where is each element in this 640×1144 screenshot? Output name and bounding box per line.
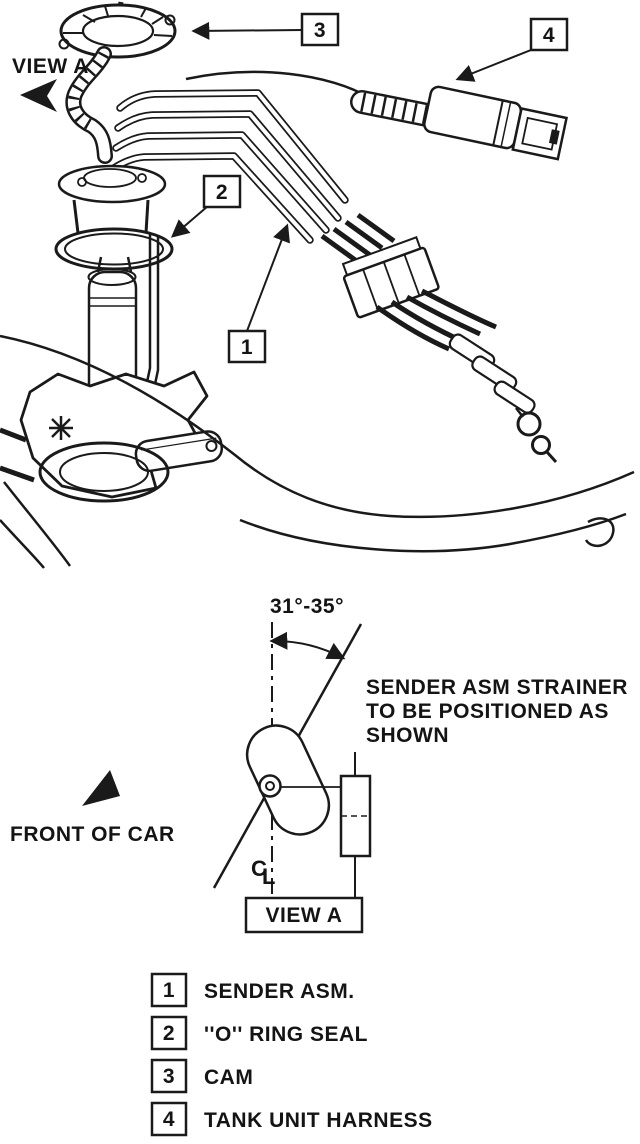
legend-item-4: 4 TANK UNIT HARNESS: [150, 1101, 433, 1137]
angle-arc: [269, 631, 346, 660]
harness-corrugated-sleeve: [350, 90, 444, 128]
callout-number-4: 4: [543, 24, 555, 47]
front-of-car-arrow-icon: [82, 770, 120, 806]
legend-box-4: [150, 1101, 188, 1137]
legend: 1 SENDER ASM. 2 ''O'' RING SEAL 3 CAM 4 …: [150, 972, 433, 1137]
front-of-car-label: FRONT OF CAR: [10, 823, 175, 846]
callout-2: 2: [170, 174, 242, 238]
o-ring-seal: [54, 227, 174, 271]
callout-number-1: 1: [241, 336, 253, 359]
strainer-detail: [339, 752, 372, 898]
legend-number-1: 1: [163, 979, 175, 1002]
sender-base: [19, 370, 224, 503]
legend-item-3: 3 CAM: [150, 1058, 253, 1094]
centerline-symbol: C L: [251, 856, 276, 889]
legend-number-4: 4: [163, 1108, 175, 1131]
legend-label-2: ''O'' RING SEAL: [204, 1023, 368, 1046]
view-a-title-box: [244, 896, 364, 934]
tank-unit-harness-illustration: [185, 70, 569, 464]
view-a-top-label: VIEW A: [12, 55, 89, 78]
fuel-pipes: [110, 89, 349, 244]
legend-label-3: CAM: [204, 1066, 253, 1089]
legend-box-2: [150, 1015, 188, 1051]
angle-label: 31°-35°: [270, 595, 344, 618]
callout-number-2: 2: [216, 181, 228, 204]
callout-4: 4: [455, 17, 569, 82]
strainer-note-line3: SHOWN: [366, 724, 449, 747]
harness-connector-body: [423, 85, 569, 161]
view-a-title-label: VIEW A: [266, 904, 343, 927]
callout-box-4: [529, 17, 569, 52]
callout-3: 3: [191, 12, 340, 47]
callout-box-1: [227, 329, 267, 364]
legend-item-2: 2 ''O'' RING SEAL: [150, 1015, 368, 1051]
callout-box-3: [300, 12, 340, 47]
legend-number-2: 2: [163, 1022, 175, 1045]
leader-line: [170, 205, 209, 238]
sender-cam-plate: [245, 724, 331, 836]
view-a-direction-arrow-icon: [20, 79, 57, 112]
filler-elbow: [65, 46, 113, 164]
harness-lead-wire: [185, 70, 371, 100]
ring-terminal: [516, 411, 542, 437]
svg-text:C: C: [251, 856, 267, 881]
harness-wires: [375, 288, 558, 464]
legend-number-3: 3: [163, 1065, 175, 1088]
pump-flange: [57, 164, 167, 234]
leader-line: [455, 47, 537, 82]
legend-box-1: [150, 972, 188, 1008]
legend-box-3: [150, 1058, 188, 1094]
svg-text:L: L: [262, 864, 276, 889]
callout-box-2: [202, 174, 242, 209]
strainer-note-line1: SENDER ASM STRAINER: [366, 676, 628, 699]
view-a-detail: 31°-35° SENDER ASM STRAINER TO BE POSITI…: [10, 595, 628, 934]
view-a-title: VIEW A: [244, 896, 364, 934]
cam-ring: [58, 1, 177, 59]
callout-number-3: 3: [314, 19, 326, 42]
strainer-note: SENDER ASM STRAINER TO BE POSITIONED AS …: [366, 676, 628, 747]
legend-label-1: SENDER ASM.: [204, 980, 355, 1003]
ring-terminal: [531, 435, 551, 455]
asterisk-mark: [49, 416, 73, 440]
strainer-ring: [38, 441, 170, 503]
wire-terminal: [493, 380, 536, 414]
tank-outline: [0, 334, 635, 569]
harness-connector-block: [320, 212, 440, 319]
tank-hook-detail: [584, 517, 615, 548]
sender-assembly-illustration: [19, 1, 349, 503]
strainer-note-line2: TO BE POSITIONED AS: [366, 700, 609, 723]
legend-item-1: 1 SENDER ASM.: [150, 972, 355, 1008]
legend-label-4: TANK UNIT HARNESS: [204, 1109, 433, 1132]
leader-line: [191, 21, 303, 40]
leader-line: [246, 223, 290, 332]
callout-1: 1: [227, 223, 290, 364]
pivot-circle: [258, 774, 282, 798]
